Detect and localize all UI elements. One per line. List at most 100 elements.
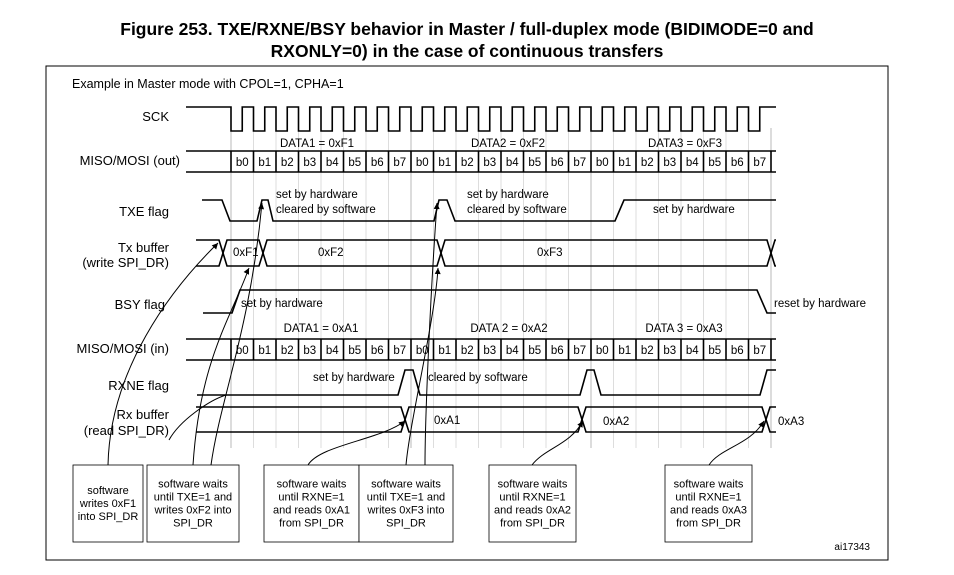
mosi-out-bit-label: b2 <box>461 157 474 169</box>
miso-in-bit-label: b7 <box>393 345 406 357</box>
miso-in-bit-label: b6 <box>371 345 384 357</box>
mosi-out-bit-label: b1 <box>258 157 271 169</box>
annotation-arrowhead <box>434 268 441 275</box>
software-box-frame <box>146 464 240 543</box>
figure-title-line-1: Figure 253. TXE/RXNE/BSY behavior in Mas… <box>120 19 814 39</box>
miso-in-bit-label: b3 <box>663 345 676 357</box>
txe-waveform <box>202 199 776 222</box>
mosi-out-bit-label: b7 <box>753 157 766 169</box>
miso-in-bit-label: b0 <box>236 345 249 357</box>
bsy-flag-label: BSY flag <box>115 297 165 312</box>
software-box-line: software waits <box>158 479 228 491</box>
data-group-labels: DATA1 = 0xF1 DATA2 = 0xF2 DATA3 = 0xF3 D… <box>280 138 723 335</box>
bsy-reset-note: reset by hardware <box>774 298 866 310</box>
annotation-arrow-2 <box>192 267 250 466</box>
software-box-line: until RXNE=1 <box>675 492 741 504</box>
bsy-waveform <box>203 289 776 314</box>
software-box-line: until RXNE=1 <box>278 492 344 504</box>
annotation-arrow-7 <box>424 202 438 466</box>
software-box-line: until TXE=1 and <box>367 492 445 504</box>
annotation-arrowhead <box>258 203 265 210</box>
rx-buffer-label: Rx buffer <box>116 407 169 422</box>
software-box-line: and reads 0xA3 <box>670 505 747 517</box>
tx-value-2: 0xF2 <box>318 247 344 259</box>
software-box-frame <box>664 464 753 543</box>
figure-title: Figure 253. TXE/RXNE/BSY behavior in Mas… <box>0 18 934 62</box>
software-box-line: from SPI_DR <box>676 518 741 530</box>
software-box-frame <box>72 464 144 543</box>
miso-in-bit-label: b2 <box>641 345 654 357</box>
software-box-line: until RXNE=1 <box>499 492 565 504</box>
software-box-frame <box>263 464 360 543</box>
tx-value-1: 0xF1 <box>233 247 259 259</box>
mosi-out-bit-label: b3 <box>663 157 676 169</box>
rxne-waveform <box>197 369 776 396</box>
software-box-line: software waits <box>498 479 568 491</box>
sck-waveform <box>186 106 776 132</box>
miso-in-bit-label: b5 <box>528 345 541 357</box>
rx-buffer-sublabel: (read SPI_DR) <box>84 423 169 438</box>
miso-in-bit-label: b5 <box>348 345 361 357</box>
software-box-line: software waits <box>371 479 441 491</box>
annotation-arrowhead <box>433 203 440 210</box>
software-box-line: software <box>87 485 129 497</box>
annotation-arrow-3 <box>210 202 263 466</box>
in-data-3-label: DATA 3 = 0xA3 <box>645 323 722 335</box>
software-box-line: writes 0xF2 into <box>153 505 231 517</box>
mosi-out-bit-label: b2 <box>281 157 294 169</box>
rxne-set-note: set by hardware <box>313 372 395 384</box>
miso-in-bit-label: b4 <box>506 345 519 357</box>
miso-in-bit-label: b3 <box>483 345 496 357</box>
annotation-arrowhead <box>758 421 764 428</box>
in-data-1-label: DATA1 = 0xA1 <box>284 323 359 335</box>
txe-cleared-note-1: cleared by software <box>276 204 376 216</box>
rx-buffer-top-line <box>196 406 776 423</box>
annotation-arrows <box>107 202 765 466</box>
mosi-out-bit-label: b4 <box>326 157 339 169</box>
out-data-3-label: DATA3 = 0xF3 <box>648 138 722 150</box>
mosi-out-bit-label: b7 <box>573 157 586 169</box>
annotation-arrow-4 <box>168 394 227 441</box>
rxne-flag-label: RXNE flag <box>108 378 169 393</box>
flag-annotations: set by hardware cleared by software set … <box>241 189 866 384</box>
tx-value-3: 0xF3 <box>537 247 563 259</box>
software-box-line: SPI_DR <box>386 518 426 530</box>
mosi-out-bit-label: b6 <box>731 157 744 169</box>
mosi-out-bit-label: b7 <box>393 157 406 169</box>
annotation-arrow-1 <box>107 242 219 466</box>
mosi-out-bit-label: b5 <box>708 157 721 169</box>
mosi-out-bit-label: b1 <box>438 157 451 169</box>
figure-id: ai17343 <box>834 542 870 553</box>
tx-buffer-sublabel: (write SPI_DR) <box>82 255 169 270</box>
txe-flag-label: TXE flag <box>119 204 169 219</box>
rx-value-1: 0xA1 <box>434 415 460 427</box>
annotation-arrowhead <box>398 421 405 428</box>
mosi-out-bit-label: b5 <box>348 157 361 169</box>
rx-value-3: 0xA3 <box>778 416 804 428</box>
annotation-arrow-5 <box>307 420 406 466</box>
out-data-1-label: DATA1 = 0xF1 <box>280 138 354 150</box>
miso-in-bit-label: b4 <box>326 345 339 357</box>
annotation-arrow-9 <box>708 420 765 466</box>
mosi-out-bit-label: b6 <box>551 157 564 169</box>
bit-gridlines <box>230 128 772 448</box>
mosi-out-bit-label: b4 <box>506 157 519 169</box>
mosi-out-bit-label: b1 <box>618 157 631 169</box>
mosi-out-bit-label: b0 <box>596 157 609 169</box>
waveforms <box>186 106 776 433</box>
miso-in-label: MISO/MOSI (in) <box>77 341 169 356</box>
signal-labels: SCK MISO/MOSI (out) TXE flag Tx buffer (… <box>77 109 180 438</box>
rx-value-2: 0xA2 <box>603 416 629 428</box>
annotation-arrowhead <box>243 268 249 275</box>
mosi-out-bit-label: b5 <box>528 157 541 169</box>
miso-in-bit-label: b6 <box>551 345 564 357</box>
tx-buffer-bottom-line <box>196 250 776 267</box>
software-box-line: SPI_DR <box>173 518 213 530</box>
